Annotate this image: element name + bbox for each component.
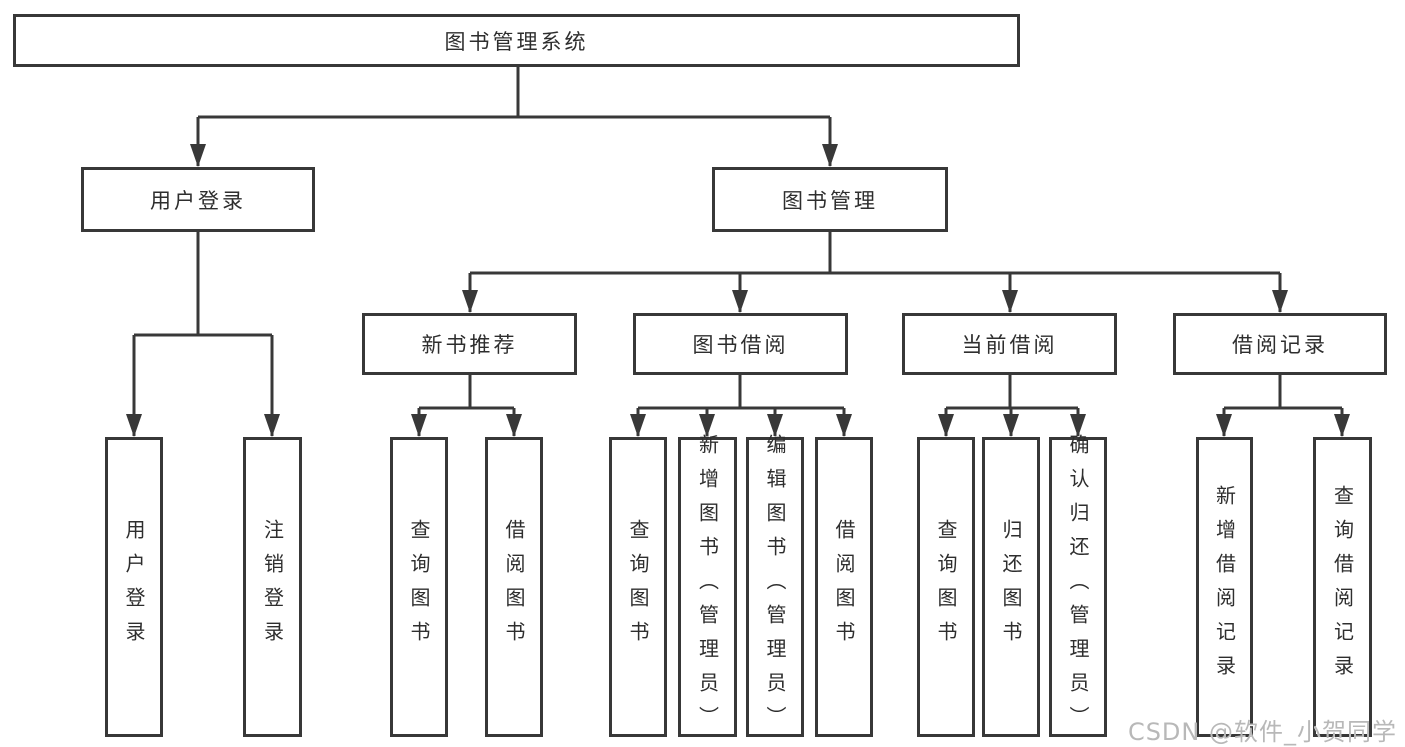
leaf-confirm-return-admin: 确认归还（管理员） [1049, 434, 1107, 740]
node-book-management: 图书管理 [712, 167, 948, 232]
leaf-borrow-books: 借阅图书 [815, 437, 873, 737]
node-root-library-system: 图书管理系统 [13, 14, 1020, 67]
leaf-borrow-books: 借阅图书 [485, 437, 543, 737]
node-label: 当前借阅 [961, 333, 1058, 357]
node-label: 用户登录 [150, 188, 246, 213]
leaf-label: 查询图书 [934, 519, 958, 655]
leaf-label: 归还图书 [999, 519, 1023, 655]
leaf-label: 查询借阅记录 [1330, 485, 1355, 689]
node-label: 新书推荐 [421, 333, 518, 357]
leaf-label: 编辑图书（管理员） [763, 434, 787, 740]
node-label: 图书管理 [782, 188, 878, 213]
node-current-borrow: 当前借阅 [902, 313, 1117, 375]
leaf-label: 借阅图书 [832, 519, 856, 655]
node-label: 借阅记录 [1232, 333, 1328, 357]
leaf-query-books: 查询图书 [390, 437, 448, 737]
leaf-user-login: 用户登录 [105, 437, 163, 737]
leaf-label: 确认归还（管理员） [1066, 434, 1090, 740]
arrowheads [126, 144, 1350, 437]
leaf-label: 新增借阅记录 [1212, 485, 1237, 689]
node-label: 图书管理系统 [444, 29, 589, 54]
leaf-query-borrow-record: 查询借阅记录 [1313, 437, 1372, 737]
node-user-login: 用户登录 [81, 167, 315, 232]
leaf-query-books: 查询图书 [917, 437, 975, 737]
node-label: 图书借阅 [692, 333, 789, 357]
leaf-label: 新增图书（管理员） [695, 434, 720, 740]
leaf-edit-books-admin: 编辑图书（管理员） [746, 434, 804, 740]
node-new-book-recommend: 新书推荐 [362, 313, 577, 375]
watermark: CSDN @软件_小贺同学 [1127, 718, 1397, 746]
leaf-logout: 注销登录 [243, 437, 302, 737]
node-book-borrow: 图书借阅 [633, 313, 848, 375]
leaf-add-books-admin: 新增图书（管理员） [678, 434, 737, 740]
leaf-label: 借阅图书 [502, 519, 526, 655]
leaf-return-books: 归还图书 [982, 437, 1040, 737]
leaf-query-books: 查询图书 [609, 437, 667, 737]
leaf-label: 用户登录 [122, 519, 146, 655]
node-borrow-records: 借阅记录 [1173, 313, 1387, 375]
leaf-label: 注销登录 [260, 519, 285, 655]
leaf-add-borrow-record: 新增借阅记录 [1196, 437, 1253, 737]
leaf-label: 查询图书 [407, 519, 431, 655]
leaf-label: 查询图书 [626, 519, 650, 655]
